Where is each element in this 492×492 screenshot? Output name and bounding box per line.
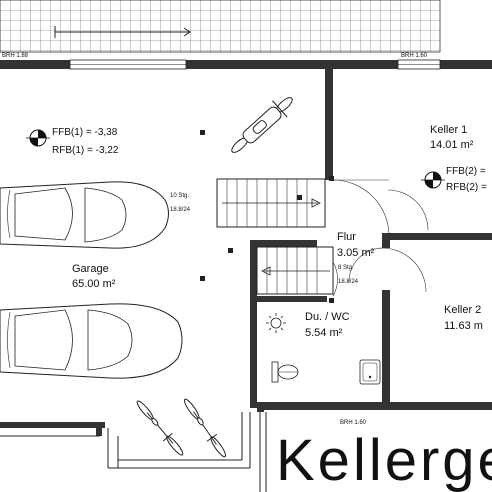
column-marker	[200, 130, 205, 135]
stair-ratio-label: 18.8/24	[170, 207, 191, 213]
stair-direction-arrow-icon	[311, 198, 321, 208]
bicycle-icon	[183, 398, 227, 458]
room-name-keller2: Keller 2	[444, 304, 481, 316]
room-area-keller1: 14.01 m²	[430, 139, 474, 151]
plan-title: Kellerges	[276, 428, 492, 492]
ceiling-light-icon	[266, 313, 286, 333]
keller1-rfb-label: RFB(2) =	[446, 182, 487, 193]
room-area-flur: 3.05 m²	[337, 247, 375, 259]
room-name-garage: Garage	[72, 263, 109, 275]
car-icon	[0, 181, 169, 249]
room-name-keller1: Keller 1	[430, 124, 467, 136]
room-name-wc: Du. / WC	[305, 311, 350, 323]
toilet-icon	[271, 361, 299, 383]
stair-steps-label: 8 Stg.	[338, 265, 354, 271]
bottom-wall	[0, 422, 105, 428]
room-area-wc: 5.54 m²	[305, 327, 343, 339]
stair-ratio-label: 18.8/24	[338, 279, 359, 285]
interior-wall	[325, 69, 333, 176]
sill-height-label: BRH 1.88	[2, 53, 29, 59]
bicycle-icon	[136, 400, 184, 456]
motorcycle-icon	[231, 97, 293, 153]
stair-steps-label: 10 Stg.	[170, 193, 189, 199]
terrace-grid	[0, 0, 441, 53]
level-marker-icon	[26, 129, 50, 147]
stair-lower	[256, 246, 334, 295]
room-name-flur: Flur	[337, 231, 356, 243]
level-marker-icon	[421, 171, 445, 189]
keller1-ffb-label: FFB(2) =	[446, 166, 486, 177]
sill-height-label: BRH 1.60	[401, 53, 428, 59]
top-wall	[0, 60, 70, 69]
stair-direction-arrow-icon	[261, 266, 271, 276]
dimension-arrow-icon	[183, 27, 191, 37]
room-area-garage: 65.00 m²	[72, 278, 116, 290]
door-swing	[332, 179, 390, 237]
garage-rfb-label: RFB(1) = -3,22	[52, 145, 119, 156]
room-area-keller2: 11.63 m	[444, 320, 483, 332]
garage-ffb-label: FFB(1) = -3,38	[52, 127, 118, 138]
sink-icon	[359, 359, 381, 385]
stair-upper	[216, 178, 326, 228]
sill-height-label: BRH 1.60	[340, 420, 367, 426]
car-icon	[0, 303, 183, 379]
